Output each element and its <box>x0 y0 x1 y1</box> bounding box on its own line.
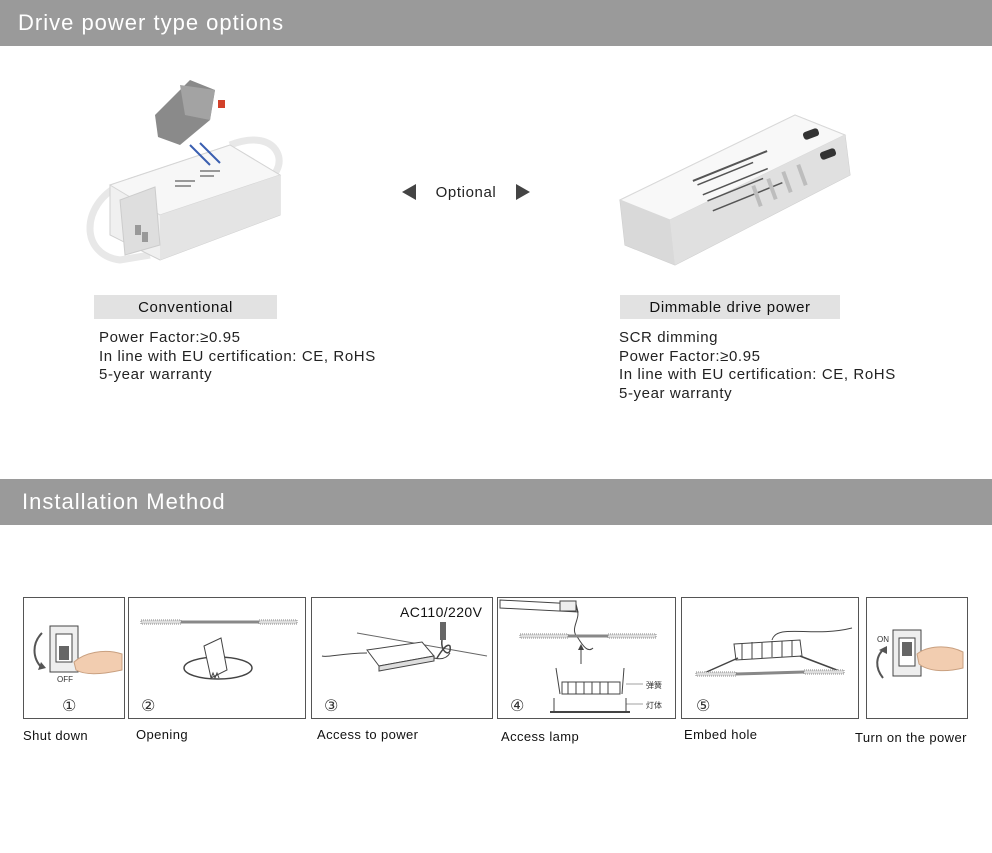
embed-hole-illustration <box>695 627 853 677</box>
caption-embed-hole: Embed hole <box>684 727 758 742</box>
spec-line: 5-year warranty <box>99 366 213 383</box>
step-turn-on: ON <box>866 597 968 719</box>
opening-illustration <box>140 619 298 680</box>
lamp-body-note: 灯体 <box>646 701 662 710</box>
conventional-label: Conventional <box>94 295 277 319</box>
conventional-specs: Power Factor:≥0.95 In line with EU certi… <box>99 329 376 385</box>
spec-line: Power Factor:≥0.95 <box>99 329 241 346</box>
power-connection-illustration <box>321 622 488 672</box>
arrow-left-icon <box>402 184 416 200</box>
switch-on-illustration <box>876 629 964 679</box>
caption-access-lamp: Access lamp <box>501 729 580 744</box>
optional-indicator: Optional <box>402 181 530 203</box>
step-number: ⑤ <box>696 696 711 715</box>
switch-off-text: OFF <box>57 675 73 684</box>
step-number: ② <box>141 696 156 715</box>
spec-line: 5-year warranty <box>619 384 733 402</box>
caption-turn-on: Turn on the power <box>855 730 967 745</box>
lamp-connection-illustration <box>499 599 657 713</box>
section-title: Installation Method <box>22 489 226 514</box>
step-number: ③ <box>324 696 339 715</box>
caption-opening: Opening <box>136 727 188 742</box>
caption-access-power: Access to power <box>317 727 419 742</box>
dimmable-label: Dimmable drive power <box>620 295 840 319</box>
arrow-right-icon <box>515 184 530 200</box>
spec-line: In line with EU certification: CE, RoHS <box>99 347 376 365</box>
spec-line: SCR dimming <box>619 329 719 346</box>
spec-line: Power Factor:≥0.95 <box>619 347 761 365</box>
step-access-power: AC110/220V ③ <box>311 597 493 719</box>
optional-label: Optional <box>435 183 497 201</box>
switch-on-text: ON <box>877 635 889 644</box>
spring-note: 弹簧 <box>646 681 662 690</box>
step-opening: ② <box>128 597 306 719</box>
section-banner-drive-power: Drive power type options <box>0 0 992 46</box>
dimmable-driver-image <box>618 114 851 266</box>
spec-line: In line with EU certification: CE, RoHS <box>619 366 896 383</box>
voltage-label: AC110/220V <box>400 604 483 620</box>
conventional-driver-image <box>86 80 283 264</box>
step-number: ④ <box>510 696 525 715</box>
caption-shut-down: Shut down <box>23 728 89 743</box>
step-embed-hole: ⑤ <box>681 597 859 719</box>
step-shut-down: OFF ① <box>23 597 125 719</box>
dimmable-specs: SCR dimming Power Factor:≥0.95 In line w… <box>619 329 896 403</box>
step-number: ① <box>62 696 77 715</box>
switch-off-illustration <box>33 625 123 675</box>
step-access-lamp: 弹簧 灯体 ④ <box>497 597 676 719</box>
section-banner-installation: Installation Method <box>0 479 992 525</box>
section-title: Drive power type options <box>18 10 285 35</box>
